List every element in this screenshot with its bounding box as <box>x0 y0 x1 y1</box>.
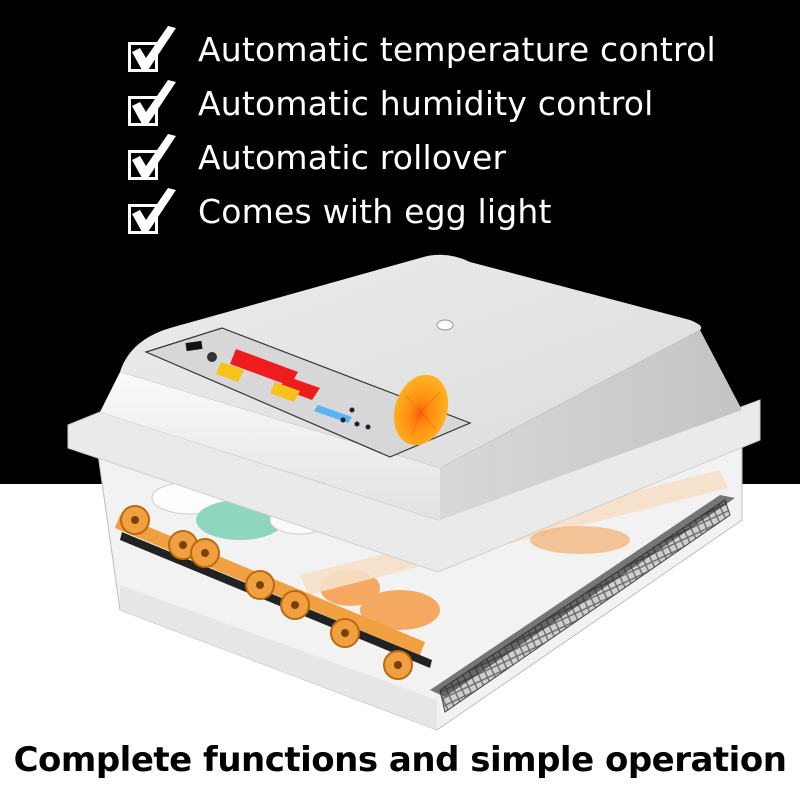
lid <box>67 254 761 573</box>
gear-rack <box>115 505 432 680</box>
caption: Complete functions and simple operation <box>13 740 787 780</box>
checkbox-checked-icon <box>124 186 176 236</box>
feature-label: Comes with egg light <box>198 191 552 231</box>
checkbox-checked-icon <box>124 132 176 182</box>
feature-label: Automatic temperature control <box>198 29 716 69</box>
feature-item: Comes with egg light <box>124 184 716 238</box>
control-panel[interactable] <box>144 327 472 458</box>
temperature-display <box>230 349 298 386</box>
feature-item: Automatic humidity control <box>124 76 716 130</box>
humidity-display <box>280 376 320 400</box>
feature-list: Automatic temperature control Automatic … <box>124 22 716 238</box>
power-switch[interactable] <box>185 340 203 352</box>
checkbox-checked-icon <box>124 78 176 128</box>
feature-item: Automatic rollover <box>124 130 716 184</box>
adjust-button[interactable] <box>270 382 300 402</box>
feature-label: Automatic rollover <box>198 137 507 177</box>
fan-icon <box>207 352 217 362</box>
checkbox-checked-icon <box>124 24 176 74</box>
egg-candle-light[interactable] <box>385 368 457 453</box>
egg-orange <box>360 590 440 630</box>
feature-item: Automatic temperature control <box>124 22 716 76</box>
vent-hole <box>436 319 454 331</box>
feature-label: Automatic humidity control <box>198 83 654 123</box>
set-button[interactable] <box>216 362 244 382</box>
